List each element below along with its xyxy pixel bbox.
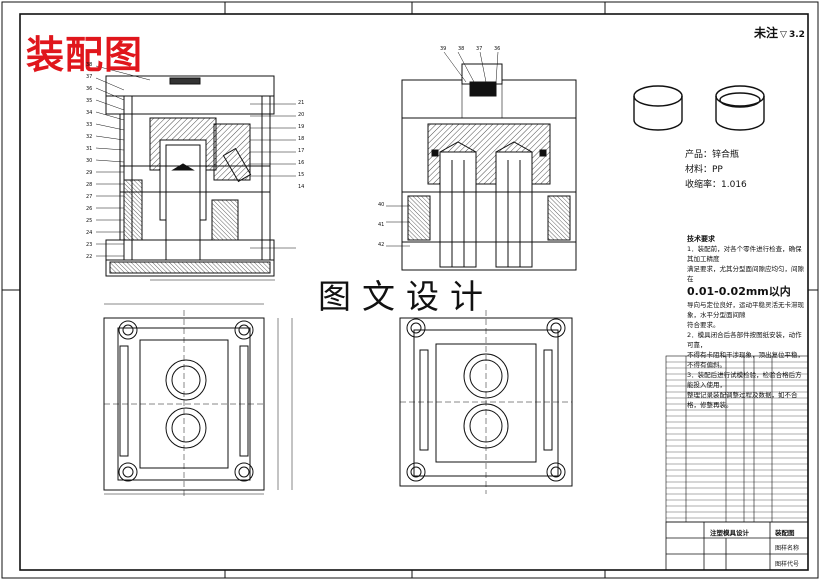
part-number-label: 37: [86, 74, 93, 80]
part-number-label: 25: [86, 218, 93, 224]
title-block: [665, 521, 809, 571]
tech-tolerance: 0.01-0.02mm以内: [687, 285, 791, 298]
tech-item-2: 2．模具闭合后各部件按图纸安装，动作可靠，: [687, 331, 802, 349]
tech-item-1: 1．装配前，对各个零件进行检查，确保其加工精度: [687, 245, 802, 263]
part-sketch: [633, 85, 765, 131]
part-number-label: 41: [378, 222, 385, 228]
tech-heading: 技术要求: [687, 235, 715, 243]
tech-item-1d: 符合要求。: [687, 321, 720, 329]
product-shrinkage: 收缩率：1.016: [685, 180, 747, 190]
part-number-label: 31: [86, 146, 93, 152]
part-number-label: 36: [86, 86, 93, 92]
watermark: 图文设计: [318, 277, 494, 316]
product-info: 产品：锌合瓶 材料：PP 收缩率：1.016: [685, 148, 747, 193]
surface-finish-label: 未注: [754, 26, 779, 40]
part-number-label: 16: [298, 160, 305, 166]
part-number-label: 38: [86, 62, 93, 68]
part-number-label: 34: [86, 110, 93, 116]
tech-item-2b: 不得有卡阻和干涉现象，顶出复位平稳，不得有偏斜。: [687, 351, 804, 369]
part-number-label: 22: [86, 254, 93, 260]
part-number-label: 19: [298, 124, 305, 130]
bottom-right-plan-view: [399, 310, 573, 494]
title-block-code: 图样代号: [775, 561, 800, 568]
left-section-view: [105, 75, 275, 281]
tech-item-3b: 整理记录装配调整过程及数据，如不合格，修整再装。: [687, 391, 798, 409]
technical-requirements: 技术要求 1．装配前，对各个零件进行检查，确保其加工精度 满足要求，尤其分型面间…: [687, 234, 805, 410]
product-name: 产品：锌合瓶: [685, 150, 740, 160]
part-number-label: 27: [86, 194, 93, 200]
roughness-symbol: ▽: [780, 30, 787, 40]
right-section-view: [401, 63, 577, 271]
product-material: 材料：PP: [685, 165, 723, 175]
part-number-label: 35: [86, 98, 93, 104]
bottom-left-plan-view: [103, 303, 293, 498]
part-number-label: 26: [86, 206, 93, 212]
part-number-label: 17: [298, 148, 305, 154]
title-block-drawing-name: 图样名称: [775, 545, 800, 552]
right-view-leaders: [386, 51, 499, 247]
tech-item-1b: 满足要求，尤其分型面间隙应均匀，间隙在: [687, 265, 804, 283]
part-number-label: 38: [458, 46, 465, 52]
part-number-label: 20: [298, 112, 305, 118]
part-number-label: 24: [86, 230, 93, 236]
left-view-leaders: [95, 65, 296, 257]
part-number-label: 33: [86, 122, 93, 128]
roughness-value: 3.2: [788, 30, 805, 40]
part-number-label: 14: [298, 184, 305, 190]
part-number-label: 30: [86, 158, 93, 164]
part-number-label: 18: [298, 136, 305, 142]
part-number-label: 37: [476, 46, 483, 52]
tech-item-1c: 导向与定位良好，运动平稳灵活无卡滞现象，水平分型面间隙: [687, 301, 804, 319]
part-number-label: 42: [378, 242, 385, 248]
part-number-label: 39: [440, 46, 447, 52]
part-number-label: 21: [298, 100, 305, 106]
surface-finish-note: 未注▽3.2: [754, 24, 805, 41]
part-number-label: 36: [494, 46, 501, 52]
part-number-label: 40: [378, 202, 385, 208]
part-number-label: 23: [86, 242, 93, 248]
part-number-label: 29: [86, 170, 93, 176]
bom-rows: [666, 361, 808, 519]
title-block-type: 装配图: [775, 529, 795, 537]
part-number-label: 32: [86, 134, 93, 140]
title-block-name: 注塑模具设计: [710, 529, 749, 537]
part-number-label: 15: [298, 172, 305, 178]
part-number-label: 28: [86, 182, 93, 188]
sheet-title: 装配图: [26, 32, 144, 77]
tech-item-3: 3．装配后进行试模检验，检验合格后方能投入使用，: [687, 371, 802, 389]
